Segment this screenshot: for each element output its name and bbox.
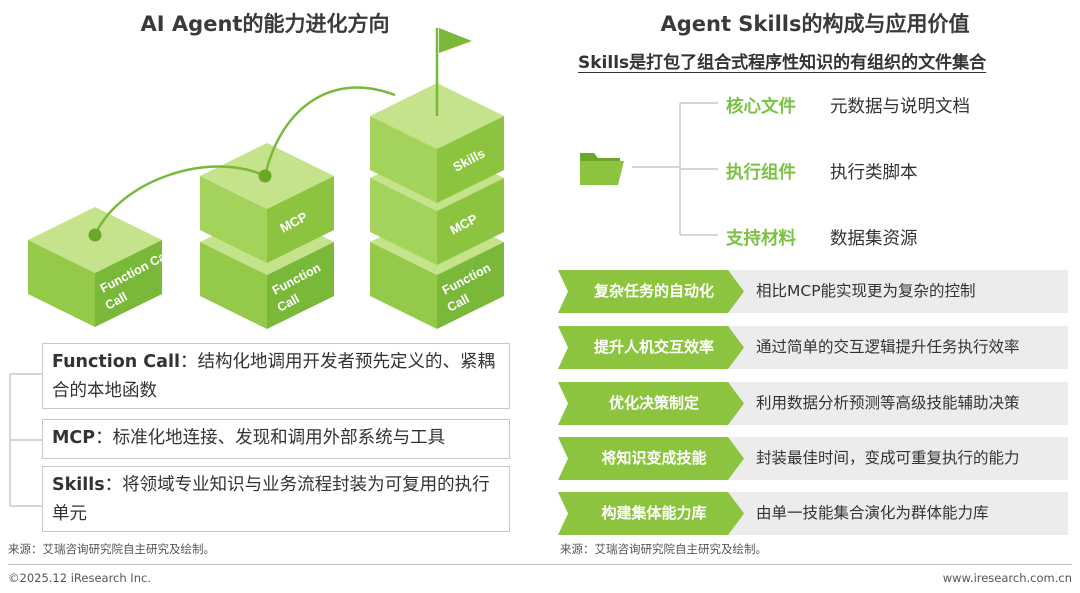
value-text: 相比MCP能实现更为复杂的控制 — [756, 282, 976, 300]
value-label: 构建集体能力库 — [601, 504, 707, 522]
value-label: 将知识变成技能 — [601, 449, 707, 467]
value-text: 通过简单的交互逻辑提升任务执行效率 — [756, 338, 1020, 356]
value-label: 优化决策制定 — [608, 394, 699, 412]
value-chevron — [558, 270, 744, 313]
right-subtitle: Skills是打包了组合式程序性知识的有组织的文件集合 — [578, 53, 987, 73]
tree-connector — [632, 102, 718, 236]
value-text: 封装最佳时间，变成可重复执行的能力 — [756, 449, 1020, 467]
tree-text-support-materials: 数据集资源 — [830, 229, 918, 249]
value-row: 构建集体能力库 由单一技能集合演化为群体能力库 — [558, 492, 1068, 535]
value-chevron — [558, 437, 744, 480]
value-label: 提升人机交互效率 — [593, 338, 714, 356]
value-text-box — [708, 492, 1068, 535]
value-chevron — [558, 326, 744, 369]
value-text-box — [708, 326, 1068, 369]
footer-divider — [8, 564, 1072, 565]
value-text: 由单一技能集合演化为群体能力库 — [756, 504, 989, 522]
value-label: 复杂任务的自动化 — [593, 282, 714, 300]
value-text-box — [708, 382, 1068, 425]
cube-skills-3: Skills — [370, 83, 504, 203]
value-row: 复杂任务的自动化 相比MCP能实现更为复杂的控制 — [558, 270, 1068, 313]
left-title: AI Agent的能力进化方向 — [140, 12, 390, 36]
arc-dot-2 — [258, 169, 272, 183]
flag-icon — [435, 28, 472, 116]
cube-staircase: Function Call Call Function Call MCP Fun… — [28, 28, 504, 329]
tree-label-core-files: 核心文件 — [726, 97, 796, 117]
bracket-lines — [9, 373, 42, 507]
value-text: 利用数据分析预测等高级技能辅助决策 — [756, 394, 1020, 412]
value-row: 将知识变成技能 封装最佳时间，变成可重复执行的能力 — [558, 437, 1068, 480]
tree-label-exec-components: 执行组件 — [726, 163, 796, 183]
right-title: Agent Skills的构成与应用价值 — [660, 12, 970, 36]
footer-copyright: ©2025.12 iResearch Inc. — [8, 571, 151, 585]
tree-text-core-files: 元数据与说明文档 — [830, 97, 970, 117]
value-text-box — [708, 270, 1068, 313]
value-text-box — [708, 437, 1068, 480]
value-chevron — [558, 492, 744, 535]
cube-mcp-2: MCP — [200, 143, 334, 263]
value-row: 优化决策制定 利用数据分析预测等高级技能辅助决策 — [558, 382, 1068, 425]
desc-function-call: Function Call：结构化地调用开发者预先定义的、紧耦合的本地函数 — [42, 343, 510, 409]
arc-2 — [263, 86, 396, 177]
value-chevron — [558, 382, 744, 425]
left-source: 来源：艾瑞咨询研究院自主研究及绘制。 — [8, 542, 215, 556]
folder-icon — [580, 153, 624, 185]
tree-label-support-materials: 支持材料 — [726, 229, 796, 249]
right-source: 来源：艾瑞咨询研究院自主研究及绘制。 — [560, 542, 767, 556]
desc-mcp: MCP：标准化地连接、发现和调用外部系统与工具 — [42, 419, 510, 459]
value-row: 提升人机交互效率 通过简单的交互逻辑提升任务执行效率 — [558, 326, 1068, 369]
desc-skills: Skills：将领域专业知识与业务流程封装为可复用的执行单元 — [42, 466, 510, 532]
arc-1 — [93, 165, 266, 236]
tree-text-exec-components: 执行类脚本 — [830, 163, 918, 183]
footer-website: www.iresearch.com.cn — [942, 571, 1072, 585]
arc-dot-1 — [88, 228, 102, 242]
